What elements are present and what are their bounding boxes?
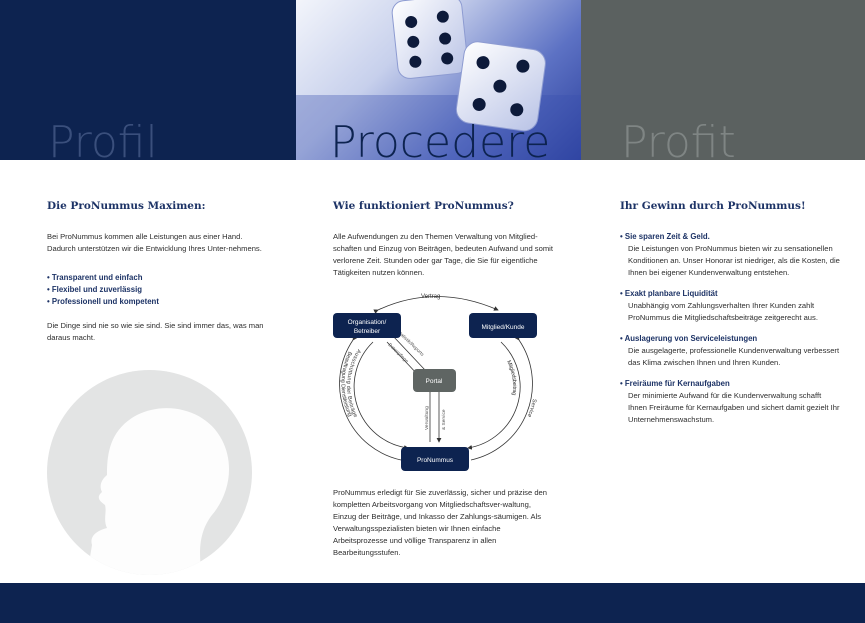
list-item: Sie sparen Zeit & Geld. Die Leistungen v… (620, 231, 840, 279)
profil-bullet-list: Transparent und einfach Flexibel und zuv… (47, 272, 267, 308)
label-datenpflege: Datenpflege (387, 342, 410, 365)
svg-text:Mitgliedsbeitrag: Mitgliedsbeitrag (505, 360, 517, 396)
dice-image (296, 0, 581, 160)
node-mitglied: Mitglied/Kunde (469, 313, 537, 338)
label-vertrag: Vertrag (421, 294, 440, 300)
header-panel-procedere: Procedere (296, 0, 581, 160)
gain-title: Sie sparen Zeit & Geld. (620, 231, 840, 243)
list-item: Transparent und einfach (47, 272, 267, 284)
procedere-closing-block: ProNummus erledigt für Sie zuverlässig, … (333, 487, 553, 569)
list-item: Professionell und kompetent (47, 296, 267, 308)
gain-title: Freiräume für Kernaufgaben (620, 378, 840, 390)
list-item: Exakt planbare Liquidität Unabhängig vom… (620, 288, 840, 324)
column-profit: Ihr Gewinn durch ProNummus! Sie sparen Z… (620, 200, 840, 435)
column-procedere: Wie funktioniert ProNummus? Alle Aufwend… (333, 200, 553, 289)
footer-bar (0, 583, 865, 623)
gain-title: Exakt planbare Liquidität (620, 288, 840, 300)
node-pronummus: ProNummus (401, 447, 469, 471)
node-mitglied-label: Mitglied/Kunde (482, 324, 525, 331)
header-title-procedere: Procedere (330, 117, 551, 160)
header-panel-profil: Profil (0, 0, 296, 160)
gain-text: Der minimierte Aufwand für die Kundenver… (628, 391, 840, 424)
procedere-intro: Alle Aufwendungen zu den Themen Verwaltu… (333, 232, 553, 277)
procedere-heading: Wie funktioniert ProNummus? (333, 200, 514, 212)
list-item: Auslagerung von Serviceleistungen Die au… (620, 333, 840, 369)
node-organisation-label-2: Betreiber (354, 328, 381, 335)
profile-silhouette (47, 370, 252, 575)
profit-heading: Ihr Gewinn durch ProNummus! (620, 200, 806, 212)
gain-text: Die ausgelagerte, professionelle Kundenv… (628, 346, 840, 367)
list-item: Freiräume für Kernaufgaben Der minimiert… (620, 378, 840, 426)
header-panel-profit: Profit (581, 0, 865, 160)
node-organisation: Organisation/ Betreiber (333, 313, 401, 338)
svg-text:Service: Service (526, 398, 537, 418)
header-title-profit: Profit (621, 117, 736, 160)
column-profil: Die ProNummus Maximen: Bei ProNummus kom… (47, 200, 267, 354)
head-silhouette-icon (87, 408, 230, 575)
die-right (455, 41, 546, 132)
gain-text: Unabhängig vom Zahlungsverhalten Ihrer K… (628, 301, 818, 322)
header-title-profil: Profil (48, 117, 158, 160)
procedere-closing: ProNummus erledigt für Sie zuverlässig, … (333, 488, 547, 557)
label-verwaltung: Verwaltung (424, 406, 430, 430)
label-mitgliedsbeitrag: Mitgliedsbeitrag (505, 360, 517, 396)
profil-heading: Die ProNummus Maximen: (47, 200, 206, 212)
gain-text: Die Leistungen von ProNummus bieten wir … (628, 244, 840, 277)
list-item: Flexibel und zuverlässig (47, 284, 267, 296)
label-service-right: Service (526, 398, 537, 418)
label-service-center: & Service (441, 409, 447, 430)
node-pronummus-label: ProNummus (417, 457, 454, 464)
die-left (391, 0, 469, 79)
node-portal: Portal (413, 369, 456, 392)
node-organisation-label: Organisation/ (348, 319, 387, 326)
profil-intro: Bei ProNummus kommen alle Leistungen aus… (47, 232, 262, 253)
profil-closing: Die Dinge sind nie so wie sie sind. Sie … (47, 321, 264, 342)
gain-title: Auslagerung von Serviceleistungen (620, 333, 840, 345)
process-diagram: Vertrag Beauftragung Dienstleistung Auss… (333, 294, 537, 471)
node-portal-label: Portal (426, 378, 444, 385)
